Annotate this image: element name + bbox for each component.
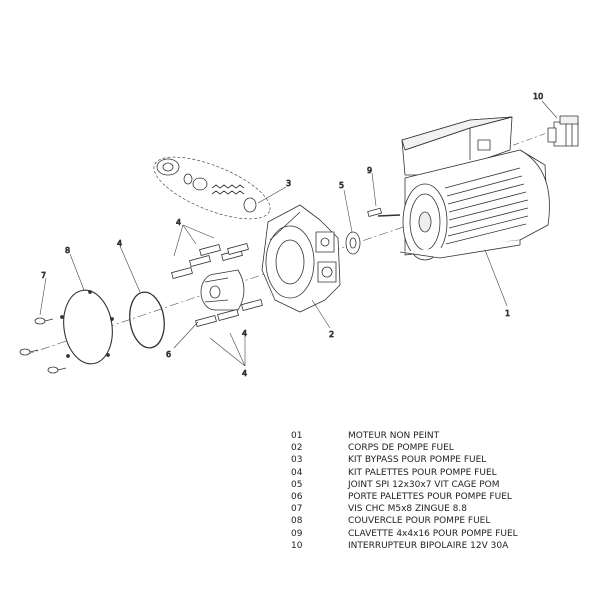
part-number: 06 xyxy=(291,491,303,502)
part-description: CORPS DE POMPE FUEL xyxy=(348,443,454,454)
callout-4-vanes-lower: 4 xyxy=(242,329,247,338)
part-description: COUVERCLE POUR POMPE FUEL xyxy=(348,516,491,527)
parts-list: 01 MOTEUR NON PEINT 02 CORPS DE POMPE FU… xyxy=(291,430,591,552)
motor-part xyxy=(377,116,550,261)
list-item: 09 CLAVETTE 4x4x16 POUR POMPE FUEL xyxy=(291,528,591,540)
list-item: 10 INTERRUPTEUR BIPOLAIRE 12V 30A xyxy=(291,540,591,552)
part-number: 03 xyxy=(291,455,303,466)
part-number: 05 xyxy=(291,479,303,490)
callout-4-oring: 4 xyxy=(117,239,122,248)
list-item: 07 VIS CHC M5x8 ZINGUE 8.8 xyxy=(291,503,591,515)
list-item: 05 JOINT SPI 12x30x7 VIT CAGE POM xyxy=(291,479,591,491)
part-number: 08 xyxy=(291,516,303,527)
shaft-seal-part xyxy=(345,231,361,255)
part-description: MOTEUR NON PEINT xyxy=(348,431,440,441)
part-number: 07 xyxy=(291,504,303,515)
screws-part xyxy=(19,317,67,374)
part-description: KIT PALETTES POUR POMPE FUEL xyxy=(348,467,497,478)
bypass-kit-part xyxy=(153,156,271,220)
callout-4-vanes-upper: 4 xyxy=(176,218,181,227)
cover-part xyxy=(60,289,114,365)
part-description: CLAVETTE 4x4x16 POUR POMPE FUEL xyxy=(348,528,518,539)
part-number: 10 xyxy=(291,540,303,551)
switch-part xyxy=(547,115,579,147)
callout-2: 2 xyxy=(329,330,334,339)
o-ring-part xyxy=(129,291,165,349)
vane-kit-lower-group xyxy=(195,299,263,327)
callout-10: 10 xyxy=(533,92,543,101)
part-number: 04 xyxy=(291,467,303,478)
part-number: 09 xyxy=(291,528,303,539)
callout-7: 7 xyxy=(41,271,46,280)
callout-3: 3 xyxy=(286,179,291,188)
list-item: 06 PORTE PALETTES POUR POMPE FUEL xyxy=(291,491,591,503)
callout-4-vanes-lower-right: 4 xyxy=(242,369,247,378)
list-item: 01 MOTEUR NON PEINT xyxy=(291,430,591,442)
list-item: 08 COUVERCLE POUR POMPE FUEL xyxy=(291,515,591,527)
part-description: JOINT SPI 12x30x7 VIT CAGE POM xyxy=(348,479,500,490)
pump-body-part xyxy=(261,204,341,313)
key-part xyxy=(367,207,382,217)
callout-8: 8 xyxy=(65,246,70,255)
callout-5: 5 xyxy=(339,181,344,190)
list-item: 03 KIT BYPASS POUR POMPE FUEL xyxy=(291,454,591,466)
part-description: VIS CHC M5x8 ZINGUE 8.8 xyxy=(348,504,467,515)
rotor-part xyxy=(200,269,245,311)
part-description: PORTE PALETTES POUR POMPE FUEL xyxy=(348,491,512,502)
part-number: 01 xyxy=(291,431,303,441)
list-item: 04 KIT PALETTES POUR POMPE FUEL xyxy=(291,467,591,479)
part-number: 02 xyxy=(291,443,303,454)
callout-9: 9 xyxy=(367,166,372,175)
part-description: KIT BYPASS POUR POMPE FUEL xyxy=(348,455,487,466)
list-item: 02 CORPS DE POMPE FUEL xyxy=(291,442,591,454)
callout-leaders xyxy=(39,100,558,367)
callout-6: 6 xyxy=(166,350,171,359)
callout-1: 1 xyxy=(505,309,510,318)
vane-kit-upper-group xyxy=(171,243,249,279)
part-description: INTERRUPTEUR BIPOLAIRE 12V 30A xyxy=(348,540,509,551)
exploded-view-drawing: 1 2 3 4 4 4 4 5 6 7 8 9 10 xyxy=(19,92,579,378)
